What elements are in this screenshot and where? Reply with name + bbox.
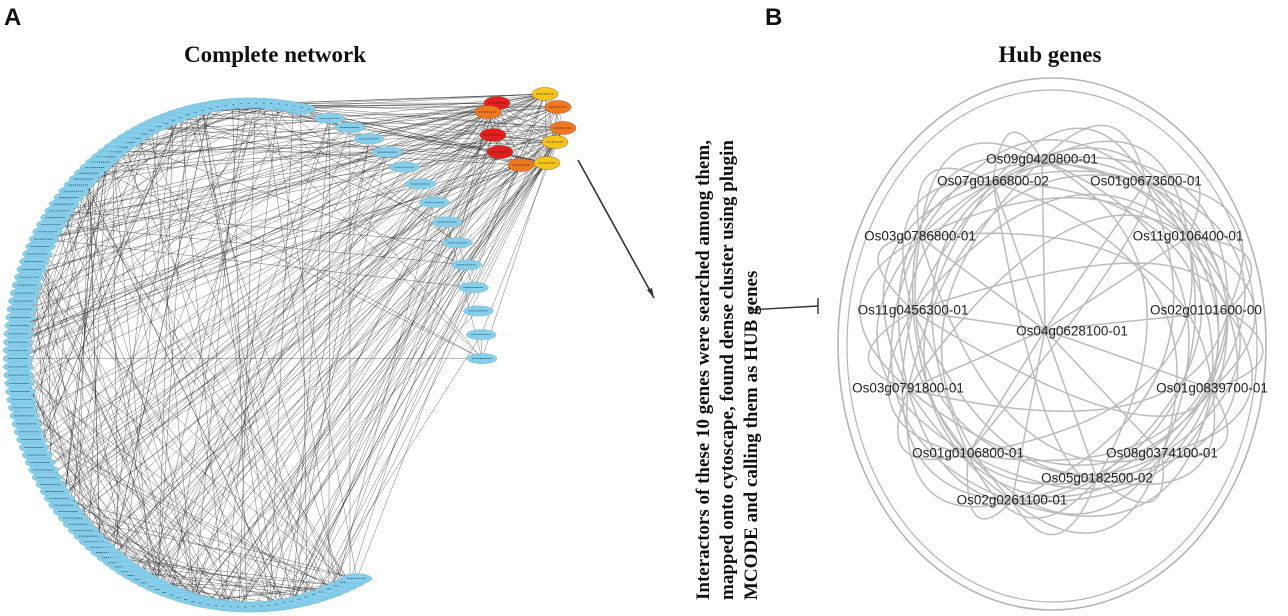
caption-text: Interactors of these 10 genes were searc… [692,40,764,600]
hub-gene-label: Os09g0420800-01 [986,152,1098,167]
hub-gene-label: Os05g0182500-02 [1041,471,1153,486]
hub-gene-label: Os03g0791800-01 [852,381,964,396]
caption-line-3: MCODE and calling them as HUB genes [741,270,762,600]
hub-gene-label: Os02g0101600-00 [1150,303,1262,318]
hub-gene-label: Os01g0839700-01 [1156,381,1268,396]
complete-network-title: Complete network [183,42,367,67]
hub-gene-label: Os01g0106800-01 [912,446,1024,461]
hub-gene-label: Os04g0628100-01 [1016,324,1128,339]
hub-gene-label: Os01g0673600-01 [1090,174,1202,189]
hub-gene-label: Os02g0261100-01 [957,493,1068,508]
hub-gene-label: Os07g0166800-02 [937,174,1049,189]
caption-line-1: Interactors of these 10 genes were searc… [693,140,714,600]
hub-gene-label: Os08g0374100-01 [1106,446,1218,461]
hub-genes-title: Hub genes [998,42,1102,67]
hub-gene-label: Os03g0786800-01 [864,229,976,244]
panel-a-letter: A [4,4,22,31]
complete-network-nodes [2,87,577,613]
arrow-to-caption [577,159,655,299]
hub-network-edges [837,77,1267,611]
panel-b-letter: B [765,4,783,31]
arrow-to-hub [747,298,819,314]
hub-gene-label: Os11g0456300-01 [858,303,969,318]
hub-gene-labels: Os04g0628100-01 Os09g0420800-01Os01g06736… [852,152,1268,508]
caption-line-2: mapped onto cytoscape, found dense clust… [717,140,738,600]
hub-gene-label: Os11g0106400-01 [1133,229,1244,244]
